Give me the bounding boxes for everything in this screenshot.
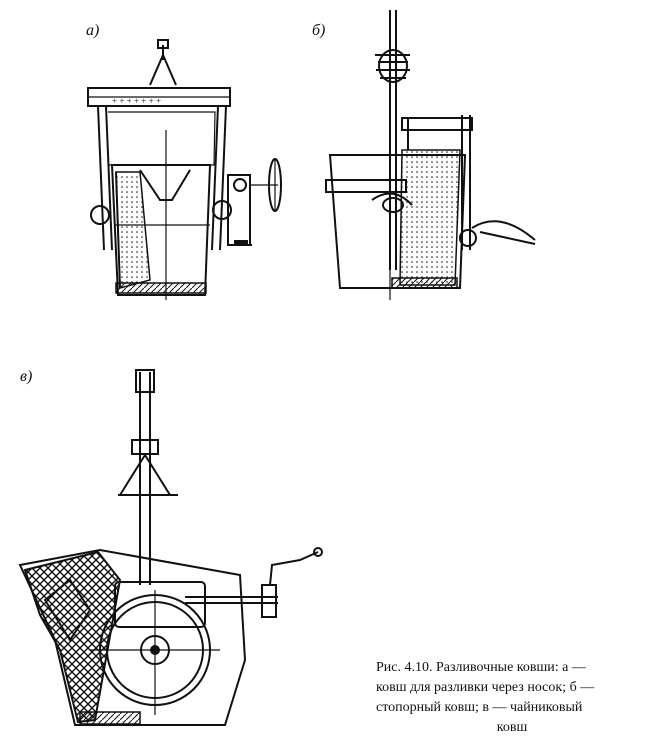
label-b: б) <box>312 22 326 39</box>
svg-text:+ + + + + + +: + + + + + + + <box>112 96 161 106</box>
caption-line-4: ковш <box>496 720 528 735</box>
caption-line-1: Рис. 4.10. Разливочные ковши: а — <box>376 660 586 675</box>
label-c: в) <box>20 368 33 385</box>
figure-caption: Рис. 4.10. Разливочные ковши: а — ковш д… <box>376 658 648 738</box>
label-a: а) <box>86 22 100 39</box>
ladle-b-drawing <box>325 10 536 300</box>
ladle-c-drawing <box>18 369 323 726</box>
caption-line-2: ковш для разливки через носок; б — <box>376 680 595 695</box>
caption-line-3: стопорный ковш; в — чайниковый <box>376 700 583 715</box>
ladle-a-drawing: + + + + + + + <box>87 39 282 300</box>
